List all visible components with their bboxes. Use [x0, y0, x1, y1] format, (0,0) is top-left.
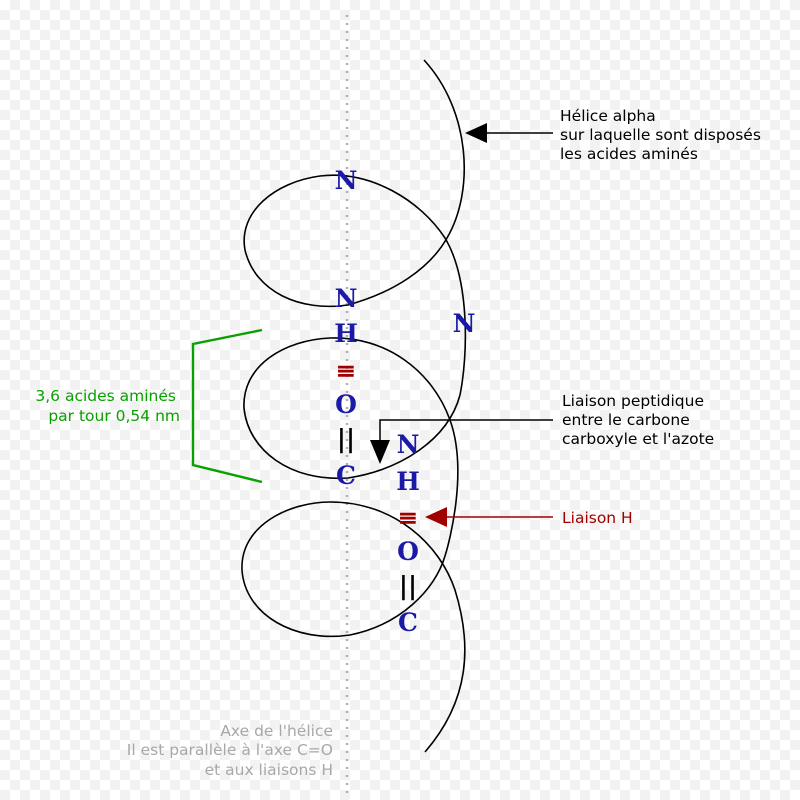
- peptide-pointer-arrow: [370, 419, 553, 464]
- atom-n-low: N: [397, 430, 420, 459]
- turn-label-line2: par tour 0,54 nm: [48, 407, 180, 425]
- helix-label-line1: Hélice alpha: [560, 107, 656, 125]
- atom-c-mid: C: [336, 461, 356, 490]
- peptide-label-line1: Liaison peptidique: [562, 392, 704, 410]
- helix-label-line3: les acides aminés: [560, 145, 698, 163]
- hbond-label: Liaison H: [562, 509, 633, 527]
- turn-bracket: [191, 328, 263, 484]
- atom-n-right: N: [453, 309, 476, 338]
- atom-c-low: C: [398, 608, 418, 637]
- hbond-glyph-low: ≡: [398, 503, 419, 532]
- axis-label-line3: et aux liaisons H: [205, 761, 333, 779]
- peptide-label-line2: entre le carbone: [562, 411, 690, 429]
- helix-pointer-arrow: [465, 123, 553, 143]
- axis-label-line1: Axe de l'hélice: [220, 722, 333, 740]
- atom-h-low: H: [396, 467, 420, 496]
- hbond-pointer-arrow: [425, 507, 553, 527]
- atom-o-low: O: [397, 537, 419, 566]
- atom-n-top: N: [335, 166, 358, 195]
- double-bond-low: ||: [399, 571, 417, 600]
- double-bond-mid: ||: [337, 424, 355, 453]
- helix-curve: [241, 59, 467, 753]
- atom-n-mid: N: [335, 284, 358, 313]
- axis-label-line2: Il est parallèle à l'axe C=O: [127, 741, 333, 759]
- helix-label-line2: sur laquelle sont disposés: [560, 126, 761, 144]
- hbond-glyph-mid: ≡: [336, 356, 357, 385]
- peptide-label-line3: carboxyle et l'azote: [562, 430, 714, 448]
- atom-h-mid: H: [334, 319, 358, 348]
- atom-o-mid: O: [335, 390, 357, 419]
- turn-label-line1: 3,6 acides aminés: [35, 387, 176, 405]
